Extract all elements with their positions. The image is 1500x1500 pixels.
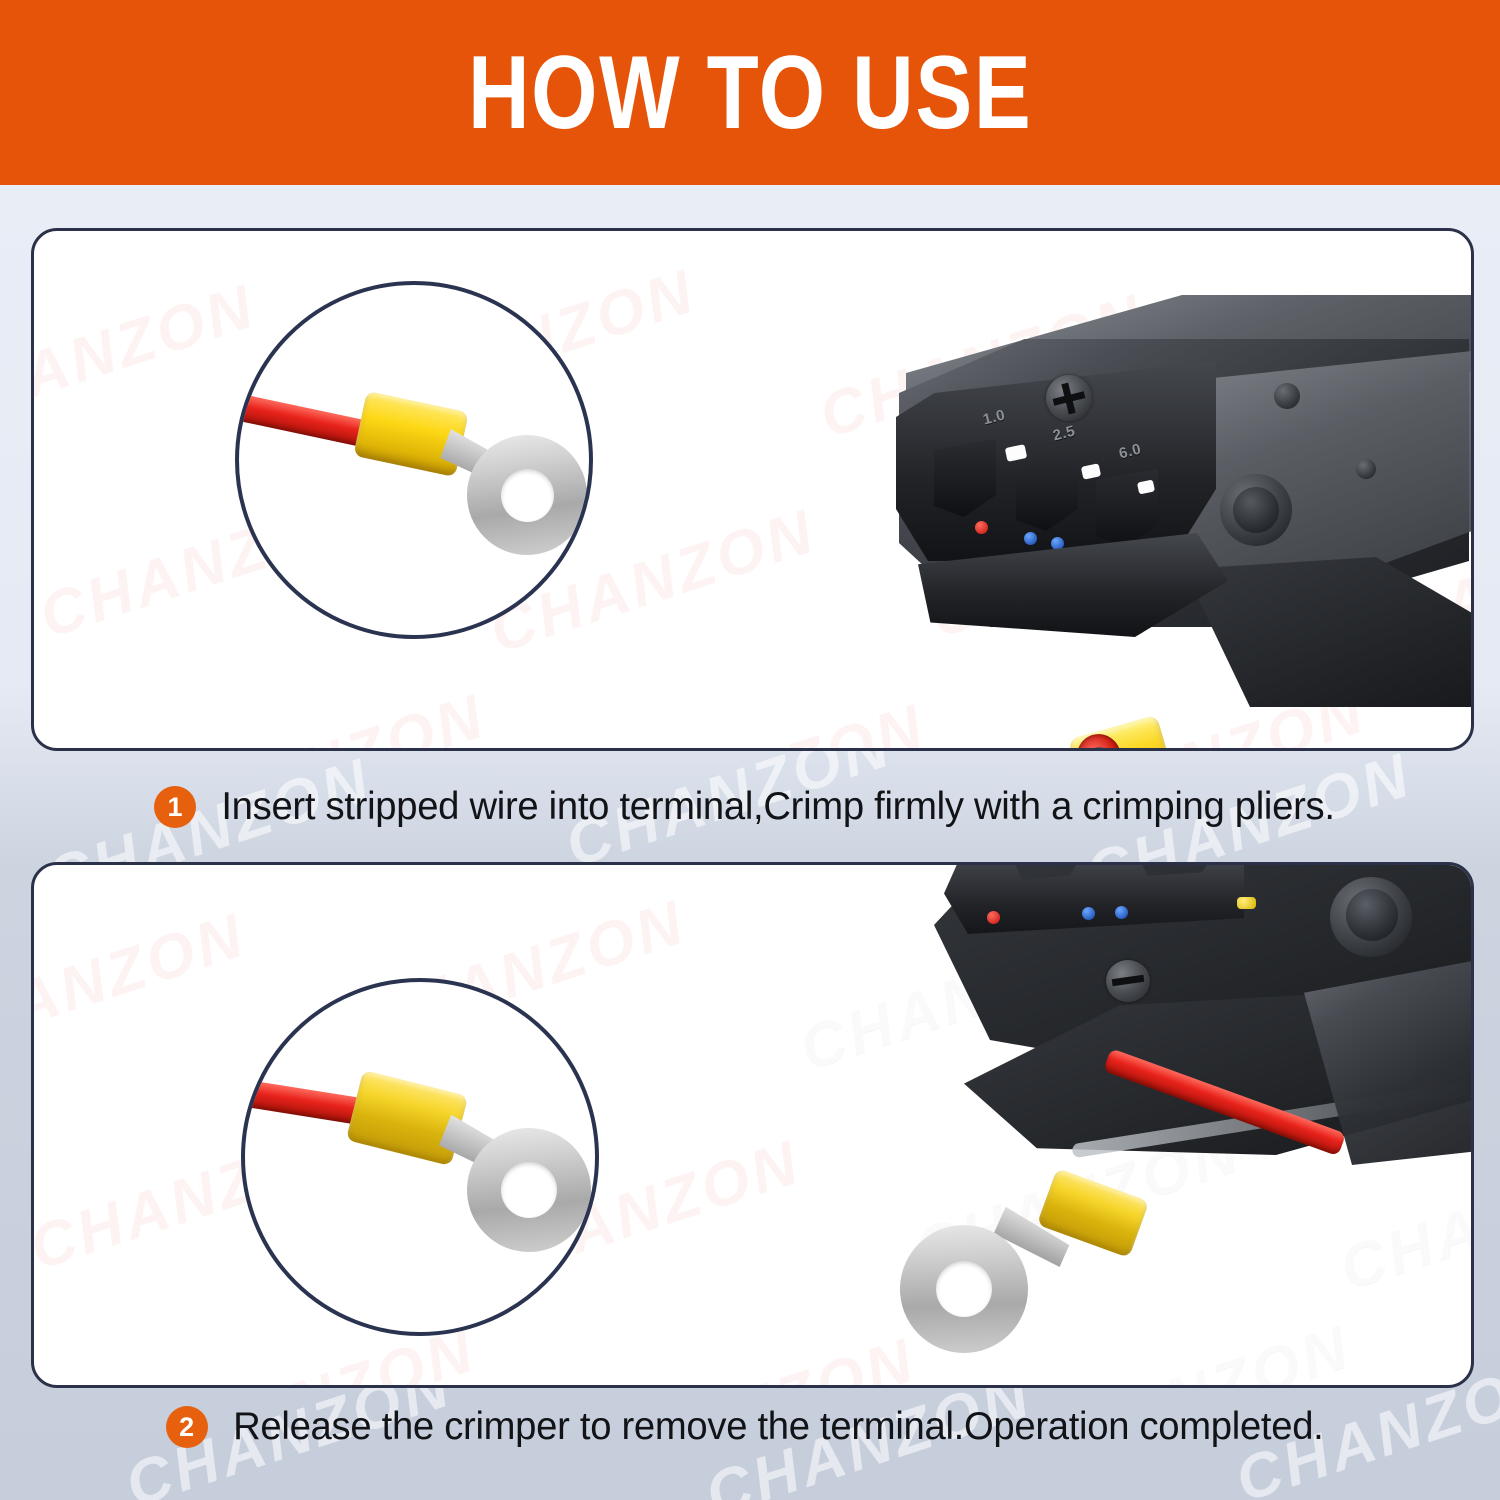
page-header: HOW TO USE [0,0,1500,185]
step-2-caption-row: 2 Release the crimper to remove the term… [0,1390,1500,1464]
pliers-rivet-2 [1356,459,1376,479]
pliers-pivot-cap-step-2 [1346,889,1398,941]
pliers-rivet-1 [1274,383,1300,409]
step-1-illustration-card: CHANZON CHANZON CHANZON CHANZON CHANZON … [31,228,1474,751]
step-1-caption: Insert stripped wire into terminal,Crimp… [221,785,1335,828]
step-1-caption-row: 1 Insert stripped wire into terminal,Cri… [0,770,1500,844]
finished-terminal-assembly [34,865,1471,1385]
pliers-slotted-screw-step-2 [1106,960,1150,1002]
step-2-illustration-card: CHANZON CHANZON CHANZON CHANZON CHANZON … [31,862,1474,1388]
gauge-dot-blue-1 [1024,532,1037,545]
gauge-dot-blue-1 [1082,907,1095,920]
step-2-number-badge: 2 [165,1406,208,1448]
red-wire-step-2 [1102,1048,1347,1157]
gauge-dot-blue-2 [1115,906,1128,919]
crimping-pliers-step-2 [34,865,1471,1385]
pliers-pivot-cap [1233,487,1279,533]
ring-terminal-hole [501,469,554,522]
gauge-dot-red [975,521,988,534]
gauge-dot-blue-2 [1051,537,1064,550]
step-1-product-closeup-circle [235,281,593,639]
step-2-product-closeup-circle [241,978,599,1336]
step-1-number-badge: 1 [153,786,196,828]
crimping-pliers-step-1: 1.0 2.5 6.0 [34,231,1471,748]
step-2-caption: Release the crimper to remove the termin… [232,1405,1324,1448]
gauge-dot-red [987,911,1000,924]
gripped-terminal-wire-core [1089,747,1109,748]
ring-terminal-hole [501,1162,557,1218]
gauge-dot-yellow [1237,897,1256,909]
pliers-phillips-screw-top [1046,375,1092,421]
ring-terminal-hole-step-2 [936,1261,992,1317]
page-title: HOW TO USE [467,34,1033,151]
yellow-insulation-sleeve [345,1070,469,1166]
